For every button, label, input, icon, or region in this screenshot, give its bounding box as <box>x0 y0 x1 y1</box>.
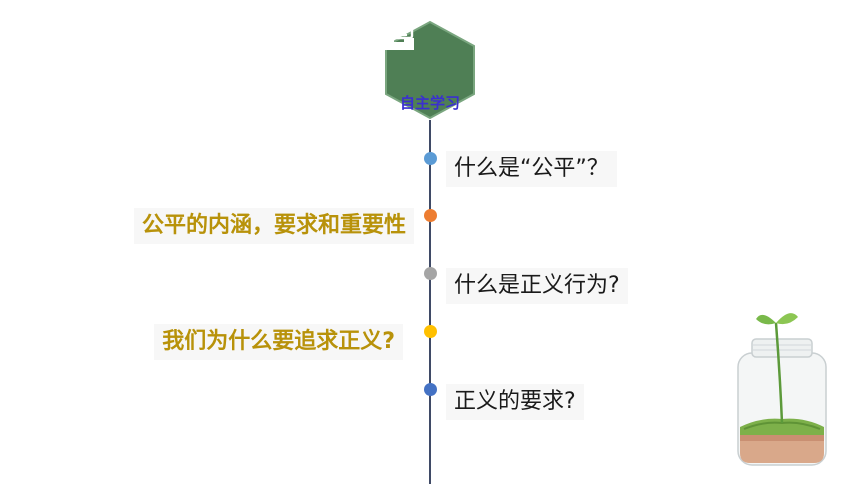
timeline-dot-3 <box>423 267 437 280</box>
timeline-item-1: 什么是“公平”？ <box>446 151 617 187</box>
timeline-dot-1 <box>423 152 437 165</box>
timeline-dot-4 <box>423 325 437 338</box>
self-study-badge: 自主学习 <box>382 20 478 120</box>
timeline-item-5: 正义的要求? <box>446 384 584 420</box>
timeline-item-4: 我们为什么要追求正义? <box>154 324 403 360</box>
sprout-in-jar-icon <box>737 313 827 466</box>
file-tray-icon <box>384 20 414 50</box>
timeline-dot-2 <box>423 209 437 222</box>
timeline-dot-5 <box>423 383 437 396</box>
badge-label: 自主学习 <box>399 94 460 112</box>
timeline-item-3: 什么是正义行为? <box>446 268 628 304</box>
timeline-item-2: 公平的内涵，要求和重要性 <box>133 208 414 244</box>
timeline-line <box>429 120 431 484</box>
